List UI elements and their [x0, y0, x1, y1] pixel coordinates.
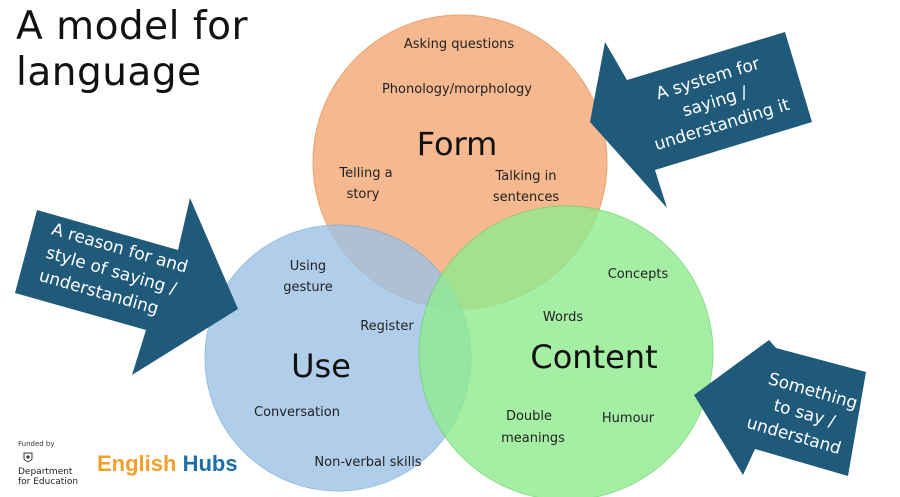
use-label: Use	[291, 347, 351, 385]
item-double-meanings-2: meanings	[501, 431, 565, 446]
arrow-form-shape	[590, 32, 812, 208]
crest-icon	[23, 452, 33, 462]
dfe-line-2: for Education	[18, 477, 79, 487]
item-conversation: Conversation	[254, 405, 340, 420]
english-hubs-logo: English Hubs	[97, 451, 238, 477]
slide-title: A model for language	[16, 4, 248, 96]
content-circle	[418, 205, 714, 497]
item-talking-sentences-2: sentences	[493, 190, 559, 205]
arrow-content-shape	[694, 340, 866, 476]
arrow-use: A reason for and style of saying / under…	[15, 198, 238, 375]
content-label: Content	[530, 338, 657, 376]
item-phonology: Phonology/morphology	[382, 82, 532, 97]
dfe-line-1: Department	[18, 467, 73, 477]
hubs-word-english: English	[97, 451, 177, 476]
arrow-form: A system for saying / understanding it	[590, 32, 812, 208]
form-label: Form	[417, 125, 498, 163]
item-talking-sentences-1: Talking in	[495, 169, 557, 184]
item-register: Register	[360, 319, 414, 334]
funded-by-label: Funded by	[18, 440, 55, 448]
item-using-gesture-1: Using	[290, 259, 326, 274]
item-humour: Humour	[602, 411, 655, 426]
item-nonverbal: Non-verbal skills	[314, 455, 421, 470]
arrow-use-shape	[15, 198, 238, 375]
arrow-content: Something to say / understand	[694, 340, 866, 476]
hubs-word-hubs: Hubs	[182, 451, 238, 476]
title-line-2: language	[16, 50, 202, 95]
item-using-gesture-2: gesture	[283, 280, 332, 295]
item-telling-story-1: Telling a	[338, 166, 392, 181]
title-line-1: A model for	[16, 4, 249, 49]
item-telling-story-2: story	[347, 187, 380, 202]
item-words: Words	[543, 310, 583, 325]
item-asking-questions: Asking questions	[404, 37, 515, 52]
dfe-logo-text: Department for Education	[18, 467, 98, 487]
item-concepts: Concepts	[608, 267, 669, 282]
item-double-meanings-1: Double	[506, 409, 552, 424]
